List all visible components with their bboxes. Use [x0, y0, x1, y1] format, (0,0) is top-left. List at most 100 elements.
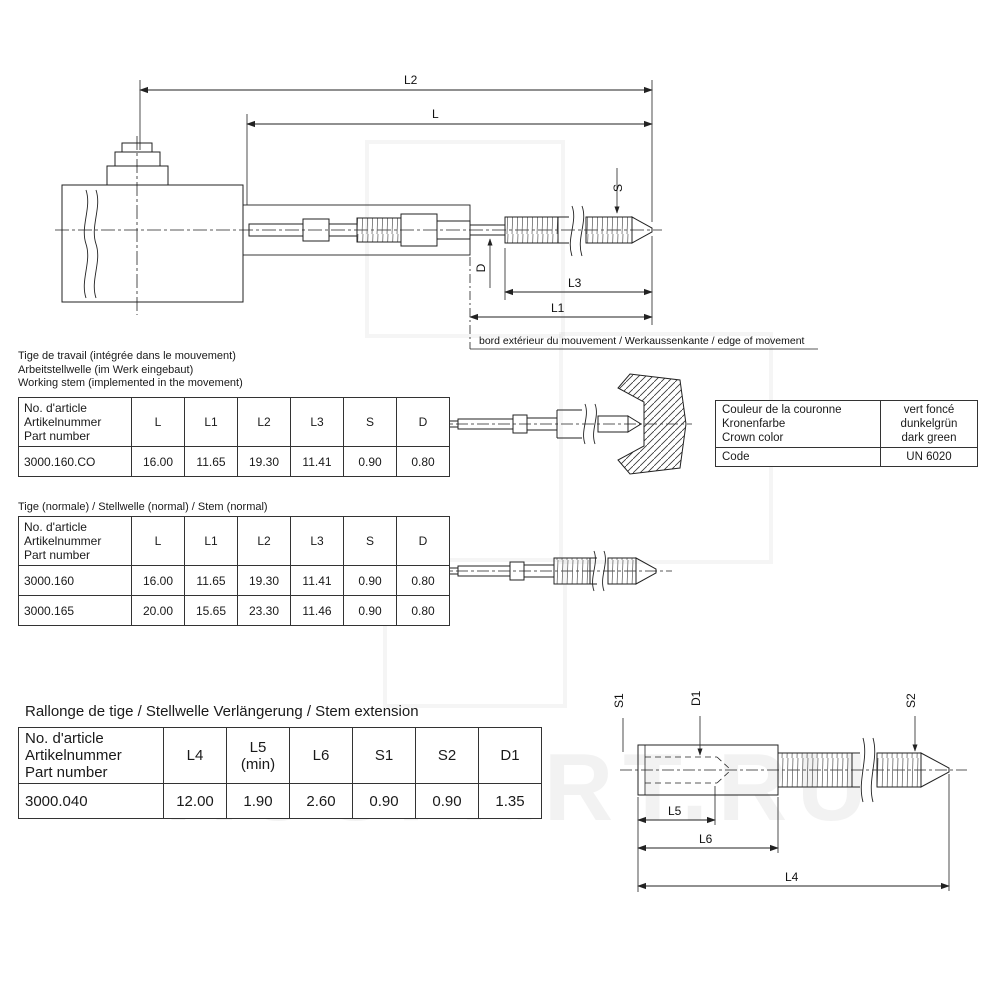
crown-color-label: Couleur de la couronne Kronenfarbe Crown… [715, 400, 881, 448]
hidden-bore-line [716, 756, 732, 771]
table-row: 3000.040 12.00 1.90 2.60 0.90 0.90 1.35 [18, 783, 542, 819]
col-header-L1: L1 [184, 516, 238, 566]
dim-label-S1: S1 [612, 693, 626, 708]
working-stem-crown-drawing [435, 373, 692, 475]
col-header-L2: L2 [237, 516, 291, 566]
normal-stem-drawing [435, 550, 672, 592]
col-header-L6: L6 [289, 727, 353, 784]
stem-thread-end [585, 216, 633, 244]
main-stem-drawing: L2 L S D L3 L1 bord extérieur du mouveme… [55, 73, 818, 350]
break-line [860, 737, 866, 803]
table-row: 3000.160 16.00 11.65 19.30 11.41 0.90 0.… [18, 565, 450, 596]
col-header-S2: S2 [415, 727, 479, 784]
cell-part-number: 3000.165 [18, 595, 132, 626]
normal-stem-title: Tige (normale) / Stellwelle (normal) / S… [18, 501, 268, 513]
col-header-D1: D1 [478, 727, 542, 784]
stem-extension-drawing: S1 D1 S2 L5 L6 L4 [612, 690, 967, 892]
table-header-row: No. d'article Artikelnummer Part number … [18, 727, 542, 784]
working-stem-table: No. d'article Artikelnummer Part number … [18, 397, 450, 477]
code-value: UN 6020 [880, 447, 978, 467]
break-line [583, 403, 587, 445]
watermark-square [383, 558, 567, 708]
cell-value: 0.90 [352, 783, 416, 819]
stem-thread-outer [504, 216, 559, 244]
cell-part-number: 3000.160 [18, 565, 132, 596]
stem-thread-inner [356, 217, 402, 243]
cell-value: 0.90 [343, 565, 397, 596]
hidden-bore-line [716, 769, 732, 784]
cell-value: 1.90 [226, 783, 290, 819]
dim-label-L6: L6 [699, 832, 713, 846]
stem-thread [553, 557, 591, 585]
cell-value: 1.35 [478, 783, 542, 819]
cell-value: 11.46 [290, 595, 344, 626]
col-header-L2: L2 [237, 397, 291, 447]
col-header-L: L [131, 516, 185, 566]
dim-label-S2: S2 [904, 693, 918, 708]
cell-value: 16.00 [131, 565, 185, 596]
col-header-L5: L5 (min) [226, 727, 290, 784]
cell-value: 11.41 [290, 565, 344, 596]
table-header-row: No. d'article Artikelnummer Part number … [18, 516, 450, 566]
cell-value: 0.90 [343, 446, 397, 477]
col-header-S: S [343, 516, 397, 566]
setting-part-mid [114, 151, 161, 167]
col-header-L4: L4 [163, 727, 227, 784]
dim-label-L3: L3 [568, 276, 582, 290]
cell-value: 0.80 [396, 595, 450, 626]
cell-value: 11.65 [184, 446, 238, 477]
cell-value: 2.60 [289, 783, 353, 819]
cell-part-number: 3000.160.CO [18, 446, 132, 477]
cell-value: 11.65 [184, 565, 238, 596]
dim-label-L: L [432, 107, 439, 121]
cell-value: 19.30 [237, 446, 291, 477]
break-line [93, 189, 99, 299]
cell-value: 23.30 [237, 595, 291, 626]
crown-color-value: vert foncé dunkelgrün dark green [880, 400, 978, 448]
setting-part-base [106, 165, 169, 186]
stem-extension-table: No. d'article Artikelnummer Part number … [18, 727, 542, 819]
crown-cross-section [617, 373, 687, 475]
break-line [870, 737, 876, 803]
extension-tip-cone [920, 752, 950, 788]
col-header-D: D [396, 516, 450, 566]
cell-value: 0.90 [415, 783, 479, 819]
dim-label-L5: L5 [668, 804, 682, 818]
extension-thread [777, 752, 853, 788]
crown-color-table: Couleur de la couronne Kronenfarbe Crown… [715, 400, 978, 467]
col-header-D: D [396, 397, 450, 447]
col-header-L3: L3 [290, 397, 344, 447]
table-row: 3000.160.CO 16.00 11.65 19.30 11.41 0.90… [18, 446, 450, 477]
dim-label-L4: L4 [785, 870, 799, 884]
stem-tip-cone [635, 557, 657, 585]
col-header-part: No. d'article Artikelnummer Part number [18, 397, 132, 447]
col-header-S1: S1 [352, 727, 416, 784]
col-header-L1: L1 [184, 397, 238, 447]
dim-label-D1: D1 [689, 690, 703, 706]
cell-value: 0.80 [396, 565, 450, 596]
break-line [569, 205, 575, 257]
edge-of-movement-note: bord extérieur du mouvement / Werkaussen… [479, 335, 805, 347]
stem-point [627, 415, 642, 433]
table-header-row: No. d'article Artikelnummer Part number … [18, 397, 450, 447]
code-label: Code [715, 447, 881, 467]
break-line [602, 550, 606, 592]
table-row: 3000.165 20.00 15.65 23.30 11.46 0.90 0.… [18, 595, 450, 626]
break-line [83, 189, 89, 299]
cell-value: 20.00 [131, 595, 185, 626]
movement-block [61, 184, 244, 303]
dim-label-D: D [474, 263, 488, 272]
cell-value: 19.30 [237, 565, 291, 596]
cell-value: 11.41 [290, 446, 344, 477]
break-line [579, 205, 585, 257]
cell-value: 12.00 [163, 783, 227, 819]
stem-tip-cone [631, 216, 653, 244]
dim-label-L1: L1 [551, 301, 565, 315]
col-header-part: No. d'article Artikelnummer Part number [18, 516, 132, 566]
break-line [592, 550, 596, 592]
normal-stem-table: No. d'article Artikelnummer Part number … [18, 516, 450, 626]
cell-value: 16.00 [131, 446, 185, 477]
cell-value: 0.80 [396, 446, 450, 477]
col-header-part: No. d'article Artikelnummer Part number [18, 727, 164, 784]
